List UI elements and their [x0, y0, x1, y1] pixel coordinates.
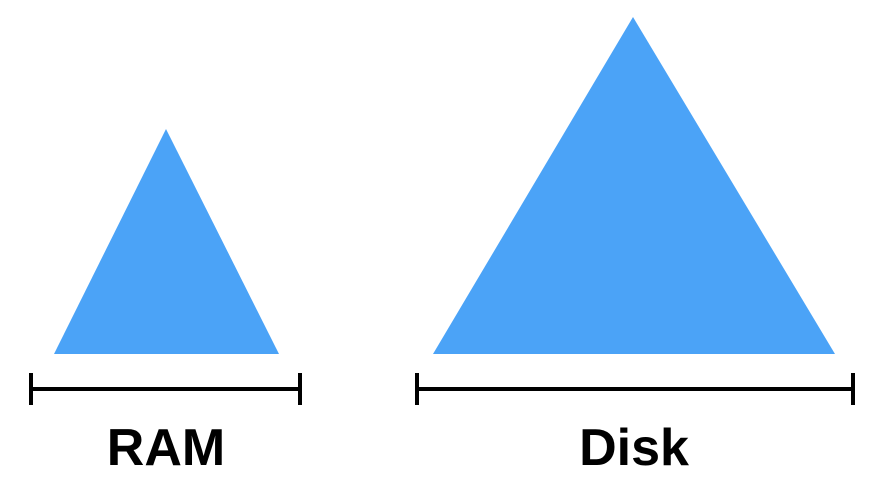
ram-triangle	[54, 129, 279, 354]
disk-group: Disk	[415, 17, 855, 477]
disk-label: Disk	[579, 419, 689, 477]
ram-group: RAM	[29, 129, 302, 477]
disk-triangle	[433, 17, 835, 354]
disk-bracket	[415, 373, 855, 405]
ram-bracket	[29, 373, 302, 405]
ram-label: RAM	[107, 419, 225, 477]
